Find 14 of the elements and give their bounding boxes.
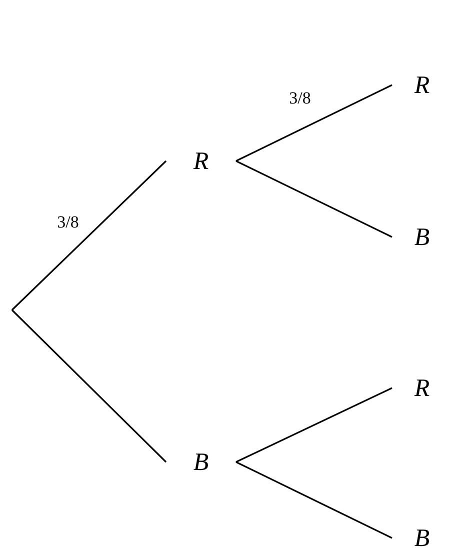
probability-label: 3/8 <box>55 214 81 230</box>
tree-branch <box>236 387 392 463</box>
outcome-label: B <box>414 224 430 250</box>
outcome-label: R <box>193 148 209 174</box>
tree-branch <box>236 84 392 162</box>
probability-label: 3/8 <box>287 90 313 106</box>
outcome-label: R <box>414 376 430 400</box>
outcome-label: B <box>414 526 430 550</box>
tree-branch <box>11 160 167 311</box>
outcome-label: R <box>414 72 430 98</box>
tree-branch <box>236 160 392 238</box>
outcome-label: B <box>193 450 209 474</box>
tree-branch <box>11 309 167 463</box>
tree-branch <box>236 461 392 539</box>
